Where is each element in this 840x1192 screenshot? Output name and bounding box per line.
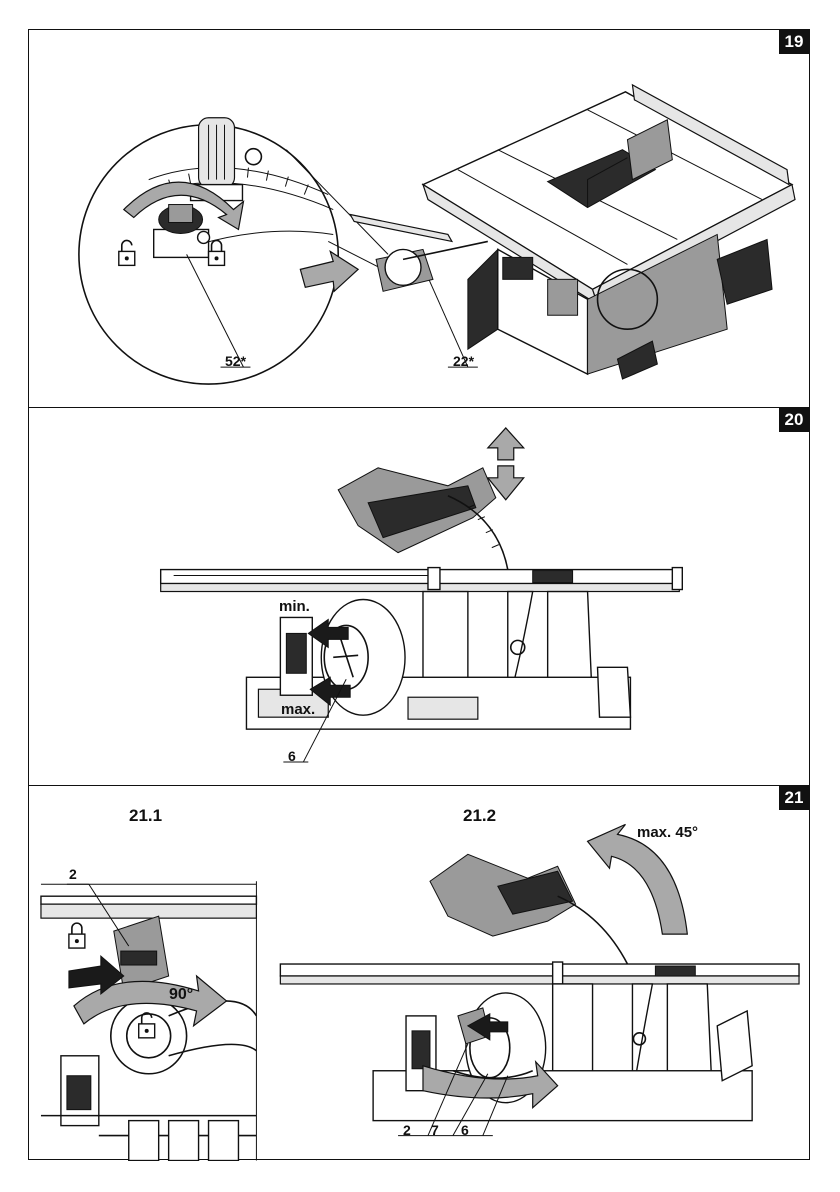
label-min: min.	[279, 598, 310, 615]
callout-6: 6	[288, 748, 296, 764]
label-max-45-degrees: max. 45°	[637, 824, 698, 841]
callout-21-2-7: 7	[431, 1122, 439, 1138]
subfigure-21-2	[280, 824, 799, 1135]
figure-19-illustration	[29, 30, 809, 407]
subfigure-21-1	[41, 881, 256, 1160]
lock-closed-icon	[69, 923, 85, 948]
callout-21-2-6: 6	[461, 1122, 469, 1138]
push-arrow-icon	[300, 251, 358, 291]
label-max: max.	[281, 701, 315, 718]
callout-22: 22*	[453, 353, 474, 369]
figure-19-panel: 19	[29, 30, 809, 408]
lock-open-icon	[119, 240, 135, 265]
lock-closed-icon	[209, 240, 225, 265]
figure-20-illustration	[29, 408, 809, 785]
figure-21-illustration	[29, 786, 809, 1161]
callout-21-1-2: 2	[69, 866, 77, 882]
callout-52: 52*	[225, 353, 246, 369]
figure-20-panel: 20	[29, 408, 809, 786]
callout-21-2-2: 2	[403, 1122, 411, 1138]
page-frame: 19	[28, 29, 810, 1160]
up-down-arrow-icon	[488, 428, 524, 500]
label-90-degrees: 90°	[169, 986, 193, 1004]
figure-21-panel: 21 21.1 21.2	[29, 786, 809, 1161]
lock-open-icon	[139, 1013, 155, 1038]
